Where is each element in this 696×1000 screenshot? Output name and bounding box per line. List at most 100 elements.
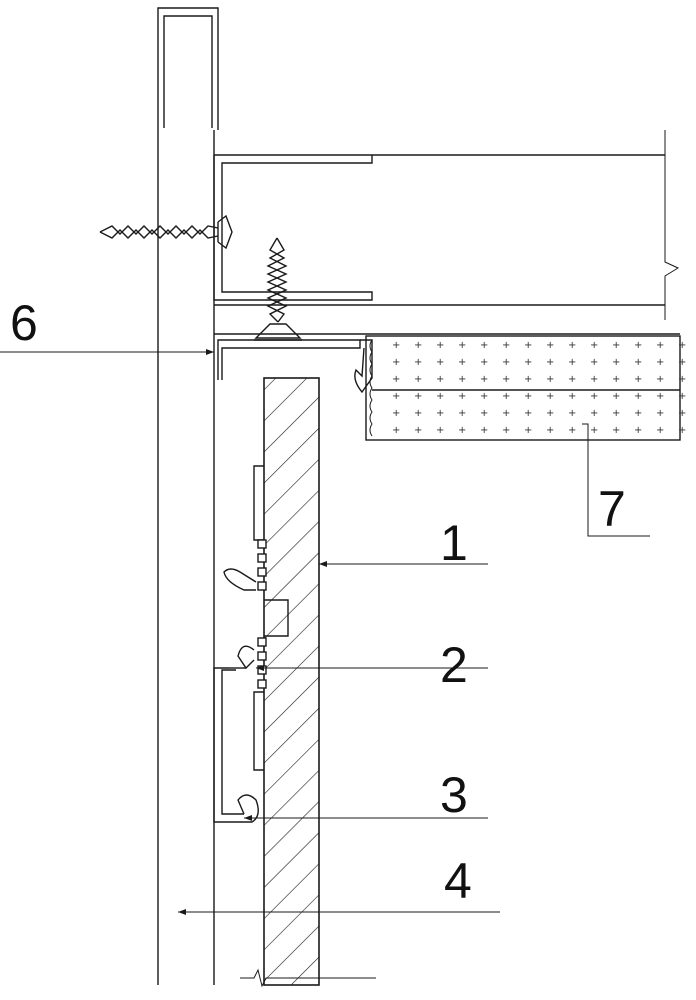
insulation-mark: + [590,408,598,419]
horizontal-screw [99,214,233,250]
insulation-mark: + [656,374,664,385]
insulation-mark: + [634,391,642,402]
insulation-mark: + [414,425,422,436]
insulation-mark: + [392,391,400,402]
insulation-mark: + [458,357,466,368]
insulation-mark: + [436,357,444,368]
insulation-mark: + [524,340,532,351]
clip-hanger [213,465,289,823]
insulation-mark: + [414,357,422,368]
insulation-mark: + [568,391,576,402]
insulation-mark: + [414,340,422,351]
insulation-mark: + [634,425,642,436]
insulation-mark: + [612,425,620,436]
insulation-mark: + [458,374,466,385]
insulation-board: + + + + + + + + + + + + + + + + + + + + + + + + + + + + + + + + + + + + + + + +… [365,335,686,441]
insulation-mark: + [480,425,488,436]
insulation-mark: + [634,340,642,351]
insulation-mark: + [590,425,598,436]
bottom-break-line [240,968,376,988]
insulation-mark: + [612,391,620,402]
insulation-mark: + [392,425,400,436]
insulation-mark: + [392,357,400,368]
insulation-mark: + [678,357,686,368]
edge-trim [214,333,680,394]
insulation-mark: + [480,340,488,351]
insulation-mark: + [612,340,620,351]
insulation-mark: + [612,408,620,419]
insulation-mark: + [590,340,598,351]
insulation-mark: + [678,340,686,351]
insulation-mark: + [480,357,488,368]
insulation-mark: + [656,357,664,368]
insulation-mark: + [436,340,444,351]
insulation-mark: + [502,425,510,436]
insulation-mark: + [678,408,686,419]
insulation-mark: + [568,408,576,419]
insulation-mark: + [458,391,466,402]
insulation-texture: + + + + + + + + + + + + + + + + + + + + + + + + + + + + + + + + + + + + + + + +… [392,340,686,436]
insulation-mark: + [634,374,642,385]
insulation-mark: + [502,408,510,419]
label-3: 3 [440,767,468,823]
insulation-mark: + [546,374,554,385]
insulation-mark: + [480,391,488,402]
label-7: 7 [598,481,626,537]
insulation-mark: + [436,408,444,419]
insulation-mark: + [458,340,466,351]
label-2: 2 [440,637,468,693]
insulation-mark: + [392,340,400,351]
insulation-mark: + [436,391,444,402]
insulation-mark: + [392,374,400,385]
insulation-mark: + [436,425,444,436]
insulation-mark: + [458,425,466,436]
insulation-mark: + [502,357,510,368]
label-6: 6 [10,295,38,351]
insulation-mark: + [634,357,642,368]
insulation-mark: + [502,340,510,351]
insulation-mark: + [656,340,664,351]
insulation-mark: + [524,425,532,436]
ceiling-keel [213,130,680,320]
insulation-mark: + [546,425,554,436]
insulation-mark: + [634,408,642,419]
insulation-mark: + [414,391,422,402]
insulation-mark: + [392,408,400,419]
insulation-mark: + [524,357,532,368]
insulation-mark: + [656,391,664,402]
insulation-mark: + [414,408,422,419]
insulation-mark: + [546,340,554,351]
insulation-mark: + [568,374,576,385]
insulation-mark: + [568,357,576,368]
insulation-mark: + [414,374,422,385]
insulation-mark: + [656,408,664,419]
insulation-mark: + [546,408,554,419]
insulation-mark: + [546,391,554,402]
insulation-mark: + [480,408,488,419]
insulation-mark: + [612,357,620,368]
insulation-mark: + [590,357,598,368]
insulation-mark: + [656,425,664,436]
insulation-mark: + [436,374,444,385]
insulation-mark: + [612,374,620,385]
insulation-mark: + [502,391,510,402]
insulation-mark: + [524,391,532,402]
insulation-mark: + [480,374,488,385]
insulation-mark: + [568,340,576,351]
panel [263,377,320,986]
label-4: 4 [444,853,472,909]
insulation-mark: + [568,425,576,436]
insulation-mark: + [678,374,686,385]
leader-lines [0,349,650,915]
label-1: 1 [440,515,468,571]
vertical-screw [254,237,302,341]
insulation-mark: + [590,391,598,402]
insulation-mark: + [678,425,686,436]
insulation-mark: + [524,374,532,385]
insulation-mark: + [524,408,532,419]
insulation-mark: + [678,391,686,402]
insulation-mark: + [458,408,466,419]
wall-keel [157,7,219,985]
